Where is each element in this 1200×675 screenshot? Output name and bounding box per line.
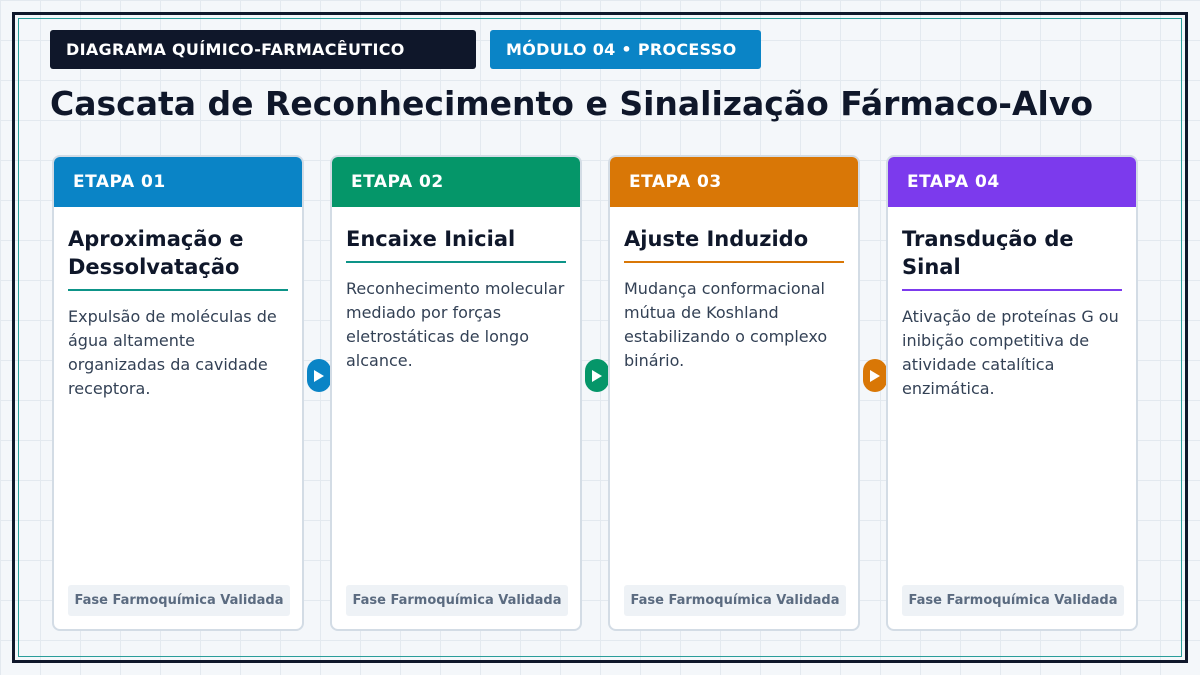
step-footer-2: Fase Farmoquímica Validada — [346, 585, 568, 616]
step-card-3: ETAPA 03 Ajuste Induzido Mudança conform… — [608, 155, 860, 631]
step-title-4: Transdução de Sinal — [902, 225, 1122, 291]
step-description-2: Reconhecimento molecular mediado por for… — [346, 279, 565, 370]
arrow-right-icon — [585, 359, 609, 392]
step-description-1: Expulsão de moléculas de água altamente … — [68, 307, 277, 398]
category-badge: DIAGRAMA QUÍMICO-FARMACÊUTICO — [50, 30, 476, 69]
outer-frame — [12, 12, 1188, 663]
step-card-4: ETAPA 04 Transdução de Sinal Ativação de… — [886, 155, 1138, 631]
step-footer-3: Fase Farmoquímica Validada — [624, 585, 846, 616]
step-header-4: ETAPA 04 — [888, 157, 1136, 207]
step-header-2: ETAPA 02 — [332, 157, 580, 207]
step-description-3: Mudança conformacional mútua de Koshland… — [624, 279, 828, 370]
step-footer-4: Fase Farmoquímica Validada — [902, 585, 1124, 616]
step-title-1: Aproximação e Dessolvatação — [68, 225, 288, 291]
step-header-1: ETAPA 01 — [54, 157, 302, 207]
page-title: Cascata de Reconhecimento e Sinalização … — [50, 84, 1094, 123]
arrow-right-icon — [863, 359, 887, 392]
inner-frame — [18, 18, 1182, 657]
module-badge: MÓDULO 04 • PROCESSO — [490, 30, 761, 69]
step-card-1: ETAPA 01 Aproximação e Dessolvatação Exp… — [52, 155, 304, 631]
step-card-2: ETAPA 02 Encaixe Inicial Reconhecimento … — [330, 155, 582, 631]
step-footer-1: Fase Farmoquímica Validada — [68, 585, 290, 616]
step-title-3: Ajuste Induzido — [624, 225, 844, 263]
step-description-4: Ativação de proteínas G ou inibição comp… — [902, 307, 1119, 398]
arrow-right-icon — [307, 359, 331, 392]
step-title-2: Encaixe Inicial — [346, 225, 566, 263]
step-header-3: ETAPA 03 — [610, 157, 858, 207]
